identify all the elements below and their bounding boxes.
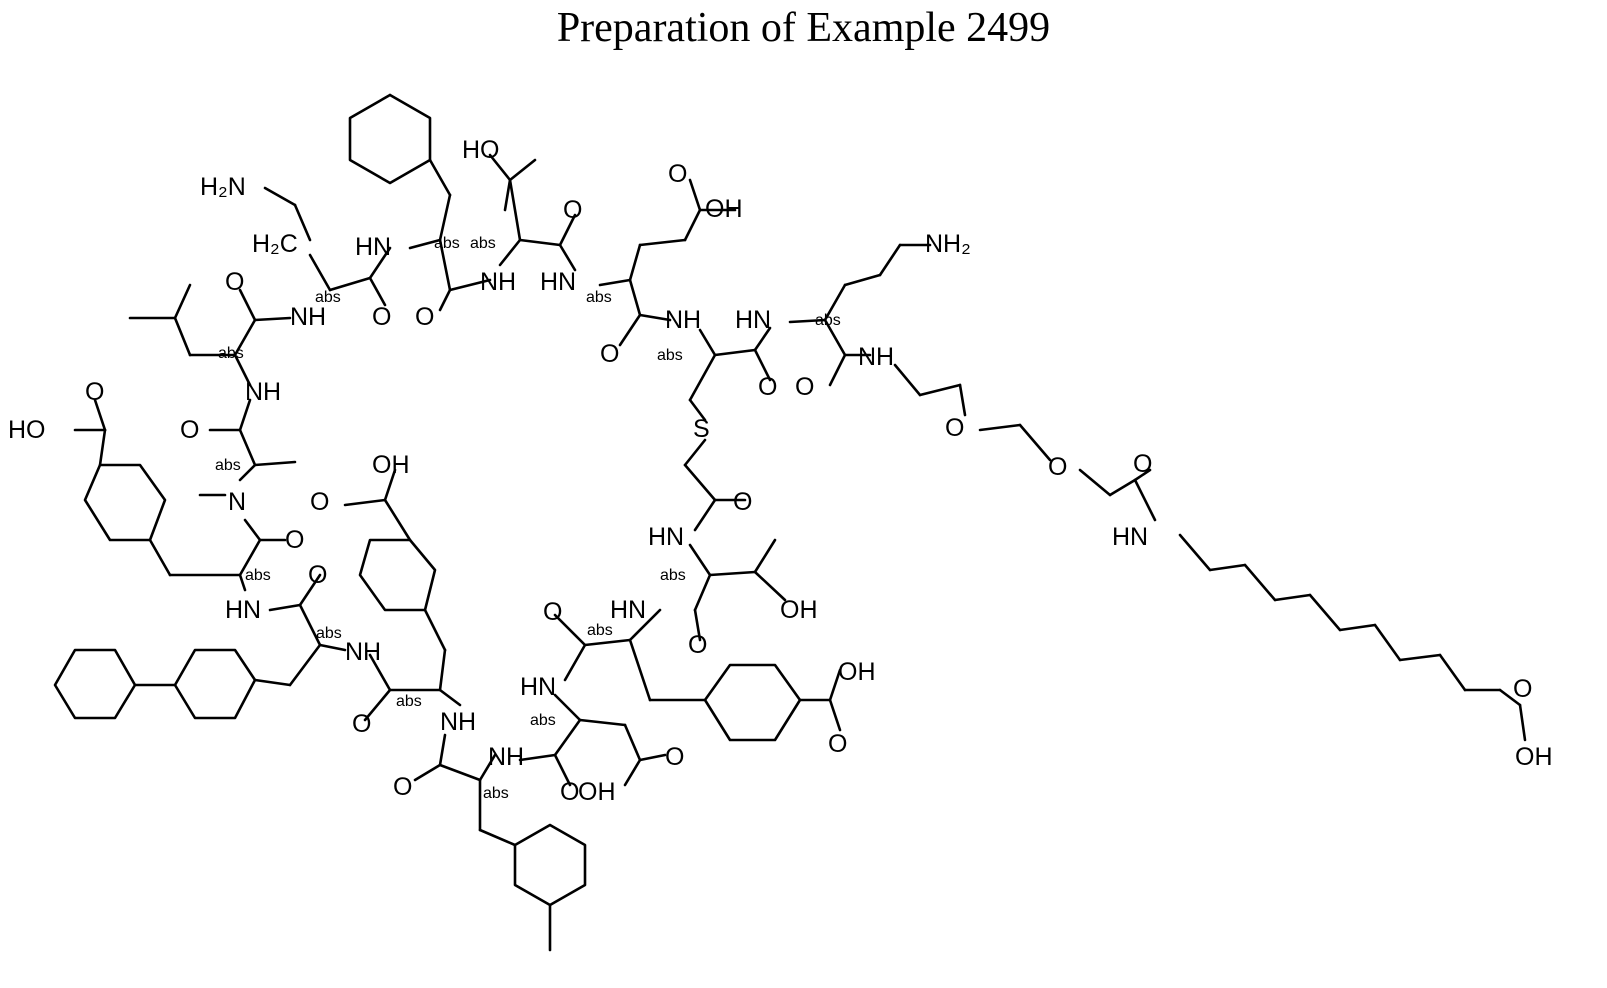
- carbonyl-o-label: O: [310, 488, 329, 516]
- carbonyl-o-label: O: [688, 631, 707, 659]
- amide-nh-label: NH: [440, 708, 476, 736]
- amide-nh-label: HN: [648, 523, 684, 551]
- sulfur-label: S: [693, 415, 710, 443]
- stereo-abs-label: abs: [587, 622, 613, 639]
- amide-nh-label: HN: [735, 306, 771, 334]
- stereo-abs-label: abs: [245, 567, 271, 584]
- amide-nh-label: HN: [225, 596, 261, 624]
- benzoic-acid-ring-center: [360, 540, 435, 610]
- amide-nh-label: NH: [665, 306, 701, 334]
- carboxyl-oh-label: OH: [705, 195, 743, 223]
- carbonyl-o-label: O: [285, 526, 304, 554]
- amide-nh-label: HN: [610, 596, 646, 624]
- methylene-label: H₂C: [252, 230, 298, 258]
- stereo-abs-label: abs: [483, 785, 509, 802]
- carbonyl-o-label: O: [795, 373, 814, 401]
- carbonyl-o-label: O: [85, 378, 104, 406]
- amide-nh-label: NH: [245, 378, 281, 406]
- tolyl-ring: [515, 825, 585, 905]
- n-methyl-label: N: [228, 488, 246, 516]
- stereo-abs-label: abs: [470, 235, 496, 252]
- carbonyl-o-label: O: [600, 340, 619, 368]
- amide-nh-label: HN: [540, 268, 576, 296]
- carboxyl-oh-label: OH: [578, 778, 616, 806]
- stereo-abs-label: abs: [215, 457, 241, 474]
- amide-nh-label: NH: [290, 303, 326, 331]
- hydroxyl-label: HO: [462, 136, 500, 164]
- carbonyl-o-label: O: [308, 561, 327, 589]
- carbonyl-o-label: O: [563, 196, 582, 224]
- carbonyl-o-label: O: [393, 773, 412, 801]
- carbonyl-o-label: O: [372, 303, 391, 331]
- stereo-abs-label: abs: [316, 625, 342, 642]
- carbonyl-o-label: O: [733, 488, 752, 516]
- amide-nh-label: HN: [520, 673, 556, 701]
- amide-nh-label: HN: [1112, 523, 1148, 551]
- stereo-abs-label: abs: [315, 289, 341, 306]
- stereo-abs-label: abs: [660, 567, 686, 584]
- ether-o-label: O: [1048, 453, 1067, 481]
- cyclohexane-ring: [350, 95, 430, 183]
- stereo-abs-label: abs: [434, 235, 460, 252]
- carbonyl-o-label: O: [560, 778, 579, 806]
- stereo-abs-label: abs: [530, 712, 556, 729]
- biphenyl-ring-inner: [175, 650, 255, 718]
- bond-skeleton: [55, 95, 1525, 950]
- carbonyl-o-label: O: [758, 373, 777, 401]
- carboxyl-oh-label: OH: [838, 658, 876, 686]
- stereo-abs-label: abs: [815, 312, 841, 329]
- benzoic-acid-ring-right: [705, 665, 800, 740]
- carboxyl-oh-label: OH: [372, 451, 410, 479]
- carbonyl-o-label: O: [352, 710, 371, 738]
- amine-label: NH₂: [925, 230, 971, 258]
- stereo-abs-label: abs: [586, 289, 612, 306]
- carboxyl-oh-label: OH: [1515, 743, 1553, 771]
- amide-nh-label: NH: [488, 743, 524, 771]
- carbonyl-o-label: O: [1513, 675, 1532, 703]
- amide-nh-label: NH: [480, 268, 516, 296]
- carbonyl-o-label: O: [180, 416, 199, 444]
- carboxyl-oh-label: HO: [8, 416, 46, 444]
- amide-nh-label: NH: [345, 638, 381, 666]
- carbonyl-o-label: O: [543, 598, 562, 626]
- amide-nh-label: NH: [858, 343, 894, 371]
- carbonyl-o-label: O: [1133, 450, 1152, 478]
- carbonyl-o-label: O: [225, 268, 244, 296]
- stereo-abs-label: abs: [218, 345, 244, 362]
- carbonyl-o-label: O: [668, 160, 687, 188]
- amide-nh-label: HN: [355, 233, 391, 261]
- benzoic-acid-ring-left: [85, 465, 165, 540]
- stereo-abs-label: abs: [657, 347, 683, 364]
- ether-o-label: O: [945, 414, 964, 442]
- carbonyl-o-label: O: [665, 743, 684, 771]
- stereo-abs-label: abs: [396, 693, 422, 710]
- carbonyl-o-label: O: [415, 303, 434, 331]
- biphenyl-ring-outer: [55, 650, 135, 718]
- carbonyl-o-label: O: [828, 730, 847, 758]
- hydroxyl-label: OH: [780, 596, 818, 624]
- amine-label: H₂N: [200, 173, 246, 201]
